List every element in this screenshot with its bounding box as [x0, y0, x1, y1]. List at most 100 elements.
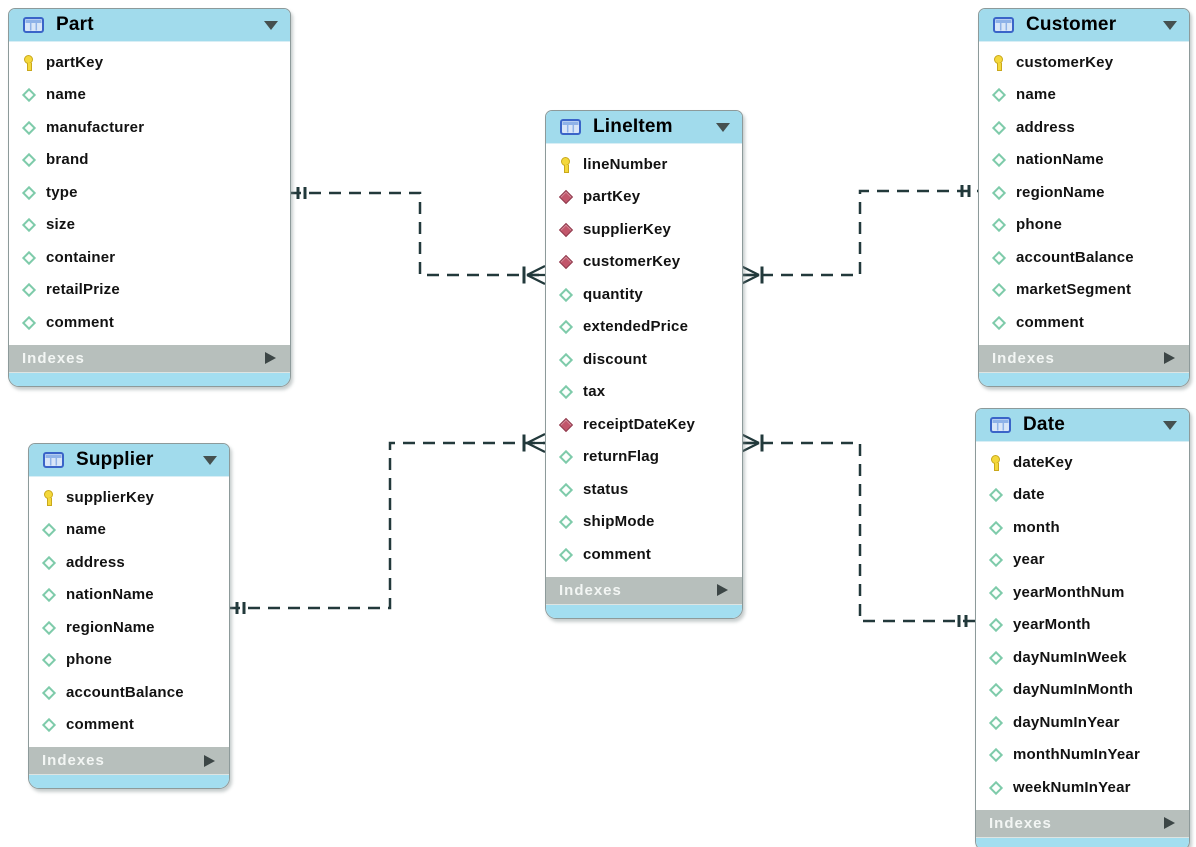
panel-bottom-strip — [29, 774, 229, 788]
field-row-yearMonth[interactable]: yearMonth — [976, 609, 1189, 642]
field-row-phone[interactable]: phone — [29, 644, 229, 677]
field-row-comment[interactable]: comment — [9, 306, 290, 339]
table-icon — [990, 417, 1011, 433]
panel-bottom-strip — [976, 836, 1189, 847]
field-label: yearMonth — [1013, 616, 1091, 634]
field-row-customerKey[interactable]: customerKey — [546, 246, 742, 279]
indexes-section[interactable]: Indexes — [9, 342, 290, 372]
connector-line[interactable] — [741, 441, 975, 623]
connector-line[interactable] — [741, 189, 978, 277]
field-label: receiptDateKey — [583, 415, 696, 433]
field-row-month[interactable]: month — [976, 511, 1189, 544]
field-label: size — [46, 216, 76, 234]
field-row-marketSegment[interactable]: marketSegment — [979, 274, 1189, 307]
field-row-regionName[interactable]: regionName — [29, 611, 229, 644]
field-row-customerKey[interactable]: customerKey — [979, 46, 1189, 79]
table-header[interactable]: Date — [976, 409, 1189, 442]
field-row-partKey[interactable]: partKey — [546, 181, 742, 214]
table-panel-customer[interactable]: Customer customerKey name address nation… — [978, 8, 1190, 387]
field-row-name[interactable]: name — [979, 79, 1189, 112]
connector-line[interactable] — [228, 441, 545, 610]
relationship-connector-lineitem-customer[interactable] — [740, 185, 978, 285]
field-row-dayNumInYear[interactable]: dayNumInYear — [976, 706, 1189, 739]
field-row-accountBalance[interactable]: accountBalance — [979, 241, 1189, 274]
field-row-tax[interactable]: tax — [546, 376, 742, 409]
field-row-dayNumInWeek[interactable]: dayNumInWeek — [976, 641, 1189, 674]
field-row-manufacturer[interactable]: manufacturer — [9, 111, 290, 144]
attribute-icon — [42, 684, 57, 701]
table-header[interactable]: Part — [9, 9, 290, 42]
expand-indexes-icon[interactable] — [1164, 352, 1175, 364]
table-header[interactable]: Customer — [979, 9, 1189, 42]
field-row-container[interactable]: container — [9, 241, 290, 274]
field-row-supplierKey[interactable]: supplierKey — [546, 213, 742, 246]
table-title-part: Part — [56, 14, 94, 35]
collapse-arrow-icon[interactable] — [203, 455, 217, 465]
indexes-section[interactable]: Indexes — [546, 574, 742, 604]
expand-indexes-icon[interactable] — [204, 754, 215, 767]
field-row-discount[interactable]: discount — [546, 343, 742, 376]
attribute-icon — [22, 151, 37, 168]
field-row-status[interactable]: status — [546, 473, 742, 506]
expand-indexes-icon[interactable] — [717, 584, 728, 596]
field-row-year[interactable]: year — [976, 544, 1189, 577]
field-row-brand[interactable]: brand — [9, 144, 290, 177]
field-row-size[interactable]: size — [9, 209, 290, 242]
field-row-partKey[interactable]: partKey — [9, 46, 290, 79]
field-row-accountBalance[interactable]: accountBalance — [29, 676, 229, 709]
field-row-type[interactable]: type — [9, 176, 290, 209]
attribute-icon — [42, 651, 57, 668]
table-header[interactable]: Supplier — [29, 444, 229, 477]
field-row-comment[interactable]: comment — [979, 306, 1189, 339]
attribute-icon — [989, 486, 1004, 503]
collapse-arrow-icon[interactable] — [716, 122, 730, 132]
field-row-nationName[interactable]: nationName — [29, 579, 229, 612]
field-row-lineNumber[interactable]: lineNumber — [546, 148, 742, 181]
field-row-dayNumInMonth[interactable]: dayNumInMonth — [976, 674, 1189, 707]
indexes-section[interactable]: Indexes — [976, 807, 1189, 837]
expand-indexes-icon[interactable] — [1164, 817, 1175, 829]
table-panel-date[interactable]: Date dateKey date month year yearMonthNu… — [975, 408, 1190, 847]
field-row-comment[interactable]: comment — [29, 709, 229, 742]
attribute-icon — [42, 521, 57, 538]
field-row-monthNumInYear[interactable]: monthNumInYear — [976, 739, 1189, 772]
field-row-shipMode[interactable]: shipMode — [546, 506, 742, 539]
table-header[interactable]: LineItem — [546, 111, 742, 144]
field-list: partKey name manufacturer brand type siz… — [9, 42, 290, 343]
field-row-supplierKey[interactable]: supplierKey — [29, 481, 229, 514]
collapse-arrow-icon[interactable] — [1163, 20, 1177, 30]
connector-line[interactable] — [289, 191, 545, 277]
field-row-retailPrize[interactable]: retailPrize — [9, 274, 290, 307]
attribute-icon — [22, 119, 37, 136]
field-row-name[interactable]: name — [29, 514, 229, 547]
table-panel-lineitem[interactable]: LineItem lineNumber partKey supplierKey … — [545, 110, 743, 619]
table-panel-part[interactable]: Part partKey name manufacturer brand typ… — [8, 8, 291, 387]
field-row-date[interactable]: date — [976, 479, 1189, 512]
table-panel-supplier[interactable]: Supplier supplierKey name address nation… — [28, 443, 230, 789]
expand-indexes-icon[interactable] — [265, 352, 276, 364]
field-row-quantity[interactable]: quantity — [546, 278, 742, 311]
field-row-address[interactable]: address — [29, 546, 229, 579]
collapse-arrow-icon[interactable] — [264, 20, 278, 30]
attribute-icon — [42, 554, 57, 571]
field-row-phone[interactable]: phone — [979, 209, 1189, 242]
field-row-weekNumInYear[interactable]: weekNumInYear — [976, 771, 1189, 804]
field-row-name[interactable]: name — [9, 79, 290, 112]
field-row-nationName[interactable]: nationName — [979, 144, 1189, 177]
field-row-extendedPrice[interactable]: extendedPrice — [546, 311, 742, 344]
table-title-supplier: Supplier — [76, 449, 154, 470]
collapse-arrow-icon[interactable] — [1163, 420, 1177, 430]
field-label: dayNumInWeek — [1013, 648, 1127, 666]
field-row-comment[interactable]: comment — [546, 538, 742, 571]
indexes-section[interactable]: Indexes — [29, 745, 229, 774]
field-row-address[interactable]: address — [979, 111, 1189, 144]
relationship-connector-part-lineitem[interactable] — [289, 187, 546, 285]
field-row-regionName[interactable]: regionName — [979, 176, 1189, 209]
relationship-connector-lineitem-date[interactable] — [740, 433, 975, 627]
field-row-dateKey[interactable]: dateKey — [976, 446, 1189, 479]
relationship-connector-supplier-lineitem[interactable] — [228, 433, 546, 614]
field-row-returnFlag[interactable]: returnFlag — [546, 441, 742, 474]
field-row-yearMonthNum[interactable]: yearMonthNum — [976, 576, 1189, 609]
indexes-section[interactable]: Indexes — [979, 342, 1189, 372]
field-row-receiptDateKey[interactable]: receiptDateKey — [546, 408, 742, 441]
